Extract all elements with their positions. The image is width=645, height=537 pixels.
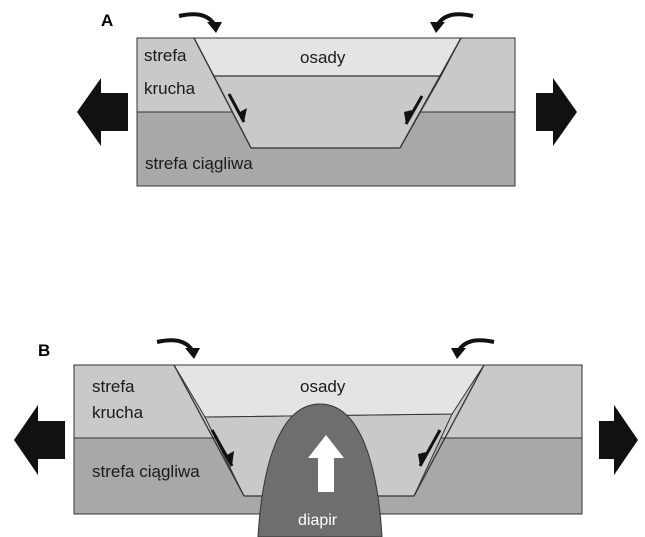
panel-b-sediments bbox=[173, 364, 485, 418]
panel-b-left-curved-arrow bbox=[156, 338, 200, 359]
panel-b-left-extension-arrow bbox=[14, 405, 65, 475]
panel-a-right-curved-arrow bbox=[430, 12, 474, 33]
panel-b-right-extension-arrow bbox=[599, 405, 638, 475]
panel-b-right-curved-arrow bbox=[451, 338, 495, 359]
panel-b-ductile-label: strefa ciągliwa bbox=[92, 462, 200, 481]
panel-a-right-fault bbox=[399, 37, 462, 149]
panel-b-diapir-up-arrow bbox=[308, 435, 344, 492]
panel-a-sediments-label: osady bbox=[300, 48, 346, 67]
panel-a-brittle-label-2: krucha bbox=[144, 79, 196, 98]
panel-b-sediments-label: osady bbox=[300, 377, 346, 396]
panel-b-right-slip-arrow bbox=[418, 429, 442, 467]
panel-b-letter: B bbox=[38, 341, 50, 360]
panel-a-ductile-label: strefa ciągliwa bbox=[145, 154, 253, 173]
panel-a: A strefa krucha osady strefa ciągliwa bbox=[77, 11, 577, 187]
panel-b-left-slip-arrow bbox=[210, 429, 234, 467]
panel-b: B strefa krucha osady strefa ciągliwa di… bbox=[14, 338, 638, 537]
panel-a-left-curved-arrow bbox=[178, 12, 222, 33]
panel-a-right-extension-arrow bbox=[536, 78, 577, 146]
panel-a-left-extension-arrow bbox=[77, 78, 128, 146]
panel-a-left-slip-arrow bbox=[227, 93, 247, 123]
panel-b-brittle-label-2: krucha bbox=[92, 403, 144, 422]
panel-a-right-slip-arrow bbox=[404, 95, 424, 125]
panel-b-diapir-label: diapir bbox=[298, 512, 338, 529]
panel-b-brittle-label-1: strefa bbox=[92, 377, 135, 396]
panel-b-right-fault bbox=[413, 364, 485, 497]
panel-a-letter: A bbox=[101, 11, 113, 30]
panel-b-left-fault bbox=[173, 364, 245, 497]
panel-a-left-fault bbox=[193, 37, 252, 149]
panel-a-brittle-label-1: strefa bbox=[144, 46, 187, 65]
